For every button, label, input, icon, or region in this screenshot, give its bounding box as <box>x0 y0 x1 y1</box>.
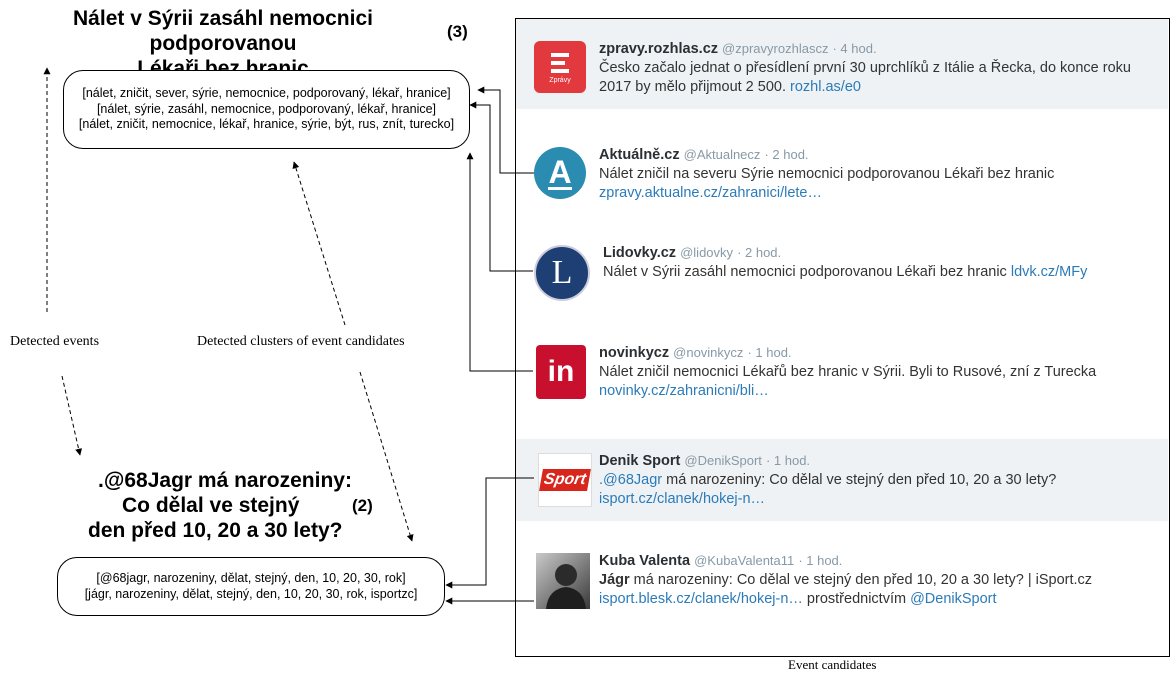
top-event-count: (3) <box>447 22 468 41</box>
tweet-link[interactable]: isport.cz/clanek/hokej-n… <box>599 491 766 507</box>
tweet-kuba-valenta[interactable]: Kuba Valenta @KubaValenta11 · 1 hod. Jág… <box>516 541 1168 631</box>
tweet-text: má narozeniny: Co dělal ve stejný den př… <box>629 572 1093 588</box>
top-event-title-line1: Nálet v Sýrii zasáhl nemocnici podporova… <box>73 7 373 55</box>
lidovky-logo-letter: L <box>551 254 573 291</box>
tweet-author-name[interactable]: novinkycz <box>599 345 670 361</box>
denik-sport-avatar: Sport <box>538 453 592 507</box>
bottom-event-title-line3: den před 10, 20 a 30 lety? <box>88 519 343 542</box>
bottom-cluster-line: [@68jagr, narozeniny, dělat, stejný, den… <box>96 571 406 585</box>
tweet-handle[interactable]: @DenikSport <box>684 453 762 468</box>
tweet-time: · 2 hod. <box>764 147 809 162</box>
zpravy-logo-icon <box>551 52 569 73</box>
tweet-handle[interactable]: @KubaValenta11 <box>694 553 795 568</box>
tweet-zpravy-rozhlas[interactable]: Zprávy zpravy.rozhlas.cz @zpravyrozhlasc… <box>516 19 1168 109</box>
tweet-time: · 4 hod. <box>832 41 877 56</box>
tweet-author-name[interactable]: Denik Sport <box>599 453 681 469</box>
tweet-suffix-mention[interactable]: @DenikSport <box>910 591 997 607</box>
tweet-author-name[interactable]: Kuba Valenta <box>599 553 691 569</box>
top-cluster-line: [nálet, sýrie, zasáhl, nemocnice, podpor… <box>96 101 437 116</box>
event-candidates-label: Event candidates <box>788 657 877 672</box>
tweet-text: Nálet zničil na severu Sýrie nemocnici p… <box>599 166 1055 182</box>
aktualne-avatar: A <box>534 147 586 199</box>
top-cluster-box: [nálet, zničit, sever, sýrie, nemocnice,… <box>63 70 470 149</box>
tweet-text: Nálet zničil nemocnici Lékařů bez hranic… <box>599 364 1097 380</box>
tweet-time: · 1 hod. <box>765 453 811 468</box>
tweet-novinky[interactable]: in novinkycz @novinkycz · 1 hod. Nálet z… <box>516 329 1168 429</box>
tweet-link[interactable]: zpravy.aktualne.cz/zahranici/lete… <box>599 185 822 201</box>
tweet-author-name[interactable]: Lidovky.cz <box>603 245 677 261</box>
tweet-link[interactable]: isport.blesk.cz/clanek/hokej-n… <box>599 591 803 607</box>
bottom-event-title-line2: Co dělal ve stejný <box>122 494 300 517</box>
bottom-event-title-line1: .@68Jagr má narozeniny: <box>98 469 352 492</box>
tweet-mention[interactable]: @68Jagr <box>603 472 663 488</box>
novinky-logo-text: in <box>547 355 575 388</box>
zpravy-avatar-label: Zprávy <box>549 76 571 84</box>
denik-sport-logo-text: Sport <box>539 469 591 491</box>
top-cluster-line: [nálet, zničit, nemocnice, lékař, hranic… <box>78 117 455 132</box>
tweet-link[interactable]: novinky.cz/zahranicni/bli… <box>599 383 769 399</box>
bottom-event-title: .@68Jagr má narozeniny: Co dělal ve stej… <box>60 468 390 543</box>
bottom-cluster-line: [jágr, narozeniny, dělat, stejný, den, 1… <box>84 586 418 601</box>
tweet-link[interactable]: ldvk.cz/MFy <box>1010 264 1088 280</box>
tweet-handle[interactable]: @lidovky <box>680 245 734 260</box>
top-cluster-line: [nálet, zničit, sever, sýrie, nemocnice,… <box>82 86 451 101</box>
tweet-text-prefix: . <box>599 472 604 488</box>
tweet-time: · 2 hod. <box>737 245 782 260</box>
detected-clusters-label: Detected clusters of event candidates <box>197 334 405 349</box>
tweet-text: Česko začalo jednat o přesídlení první 3… <box>599 60 1131 95</box>
tweet-suffix: prostřednictvím <box>802 591 911 607</box>
novinky-avatar: in <box>536 345 586 399</box>
tweet-author-name[interactable]: Aktuálně.cz <box>599 147 680 163</box>
tweet-lidovky[interactable]: L Lidovky.cz @lidovky · 2 hod. Nálet v S… <box>516 231 1168 316</box>
zpravy-avatar: Zprávy <box>534 41 586 93</box>
tweet-text: má narozeniny: Co dělal ve stejný den př… <box>662 472 1057 488</box>
person-photo-icon <box>546 564 586 609</box>
tweet-handle[interactable]: @Aktualnecz <box>683 147 761 162</box>
dashed-arrow-clusters-up <box>292 161 346 326</box>
tweet-text-bold: Jágr <box>599 572 630 588</box>
lidovky-avatar: L <box>534 245 590 301</box>
dashed-arrow-events-down <box>61 375 83 456</box>
bottom-event-count: (2) <box>352 496 373 515</box>
tweet-denik-sport[interactable]: Sport Denik Sport @DenikSport · 1 hod. .… <box>516 439 1168 521</box>
aktualne-logo-letter: A <box>548 153 572 190</box>
tweet-text: Nálet v Sýrii zasáhl nemocnici podporova… <box>603 264 1007 280</box>
tweet-handle[interactable]: @novinkycz <box>673 345 744 360</box>
tweet-link[interactable]: rozhl.as/e0 <box>790 79 861 95</box>
tweet-handle[interactable]: @zpravyrozhlascz <box>722 41 829 56</box>
tweet-aktualne[interactable]: A Aktuálně.cz @Aktualnecz · 2 hod. Nálet… <box>516 131 1168 226</box>
tweet-author-name[interactable]: zpravy.rozhlas.cz <box>599 41 719 57</box>
tweet-time: · 1 hod. <box>798 553 843 568</box>
bottom-cluster-box: [@68jagr, narozeniny, dělat, stejný, den… <box>57 557 445 616</box>
tweet-time: · 1 hod. <box>747 345 792 360</box>
event-candidates-panel: Zprávy zpravy.rozhlas.cz @zpravyrozhlasc… <box>515 18 1170 657</box>
detected-events-label: Detected events <box>10 334 100 349</box>
kuba-valenta-avatar <box>536 553 590 609</box>
